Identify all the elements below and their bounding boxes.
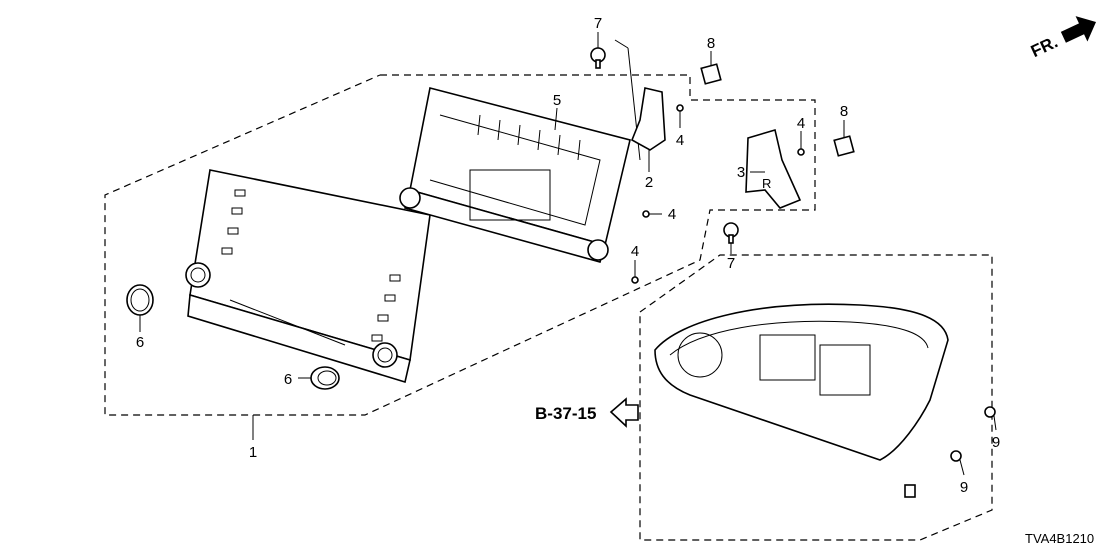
- callout-9: 9: [992, 434, 1000, 451]
- callout-9: 9: [960, 479, 968, 496]
- callout-7: 7: [727, 255, 735, 272]
- front-arrow-icon: [1060, 16, 1097, 43]
- front-direction-indicator: FR.: [1028, 16, 1097, 61]
- callout-7: 7: [594, 15, 602, 32]
- callout-4: 4: [676, 132, 684, 149]
- callout-8: 8: [707, 35, 715, 52]
- callout-2: 2: [645, 174, 653, 191]
- display-panel-part: [185, 169, 431, 384]
- assembly-meter-outline: [639, 254, 993, 541]
- bracket-3-part: R: [745, 128, 802, 209]
- svg-text:R: R: [762, 176, 771, 191]
- callout-3: 3: [737, 164, 745, 181]
- reference-arrow-icon: [609, 397, 639, 428]
- callout-6: 6: [136, 334, 144, 351]
- bolt-7-parts: [590, 47, 739, 244]
- meter-visor-part: [654, 303, 949, 461]
- clip-8-parts: [700, 63, 855, 157]
- callout-6: 6: [284, 371, 292, 388]
- diagram-code: TVA4B1210: [1025, 531, 1094, 546]
- callout-1: 1: [249, 444, 257, 461]
- rear-housing-part: [399, 87, 631, 263]
- screw-4-parts: [631, 104, 805, 284]
- reference-label[interactable]: B-37-15: [535, 404, 596, 423]
- callout-8: 8: [840, 103, 848, 120]
- callout-4: 4: [797, 115, 805, 132]
- callout-5: 5: [553, 92, 561, 109]
- bracket-2-part: [630, 87, 666, 151]
- front-direction-label: FR.: [1028, 32, 1061, 61]
- callout-4: 4: [668, 206, 676, 223]
- callout-4: 4: [631, 243, 639, 260]
- screw-9-parts: [904, 406, 997, 498]
- assembly-1-outline: [104, 74, 816, 416]
